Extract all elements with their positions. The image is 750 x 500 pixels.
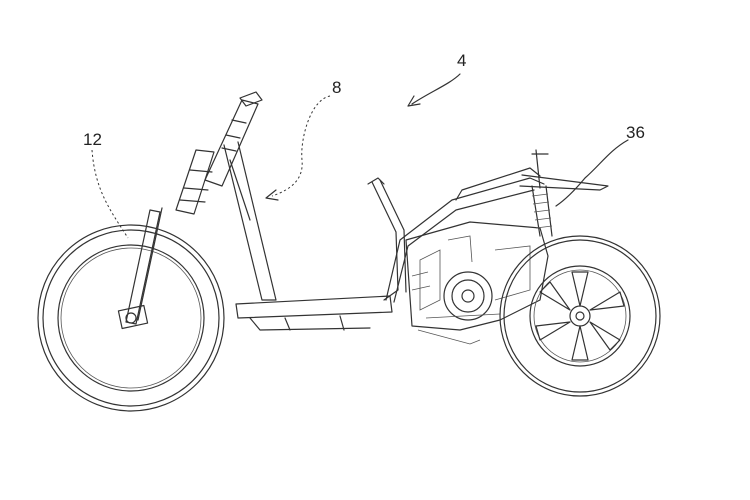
- front-fork: [117, 149, 215, 330]
- rear-wheel-spokes: [535, 271, 625, 361]
- frame: [223, 141, 609, 331]
- rear-wheel: [499, 235, 661, 397]
- arrow-8: [265, 189, 279, 201]
- leader-lines: [91, 73, 629, 239]
- leader-12: [91, 149, 129, 239]
- arrow-4: [411, 73, 461, 105]
- engine-assembly: [405, 221, 549, 345]
- label-rear-suspension: 36: [626, 123, 645, 142]
- label-front-wheel: 12: [83, 130, 102, 149]
- label-vehicle: 4: [457, 51, 466, 70]
- leader-36: [555, 139, 629, 207]
- label-frame: 8: [332, 78, 341, 97]
- rear-suspension: [531, 185, 553, 237]
- leader-8: [271, 95, 331, 197]
- front-wheel: [37, 224, 225, 412]
